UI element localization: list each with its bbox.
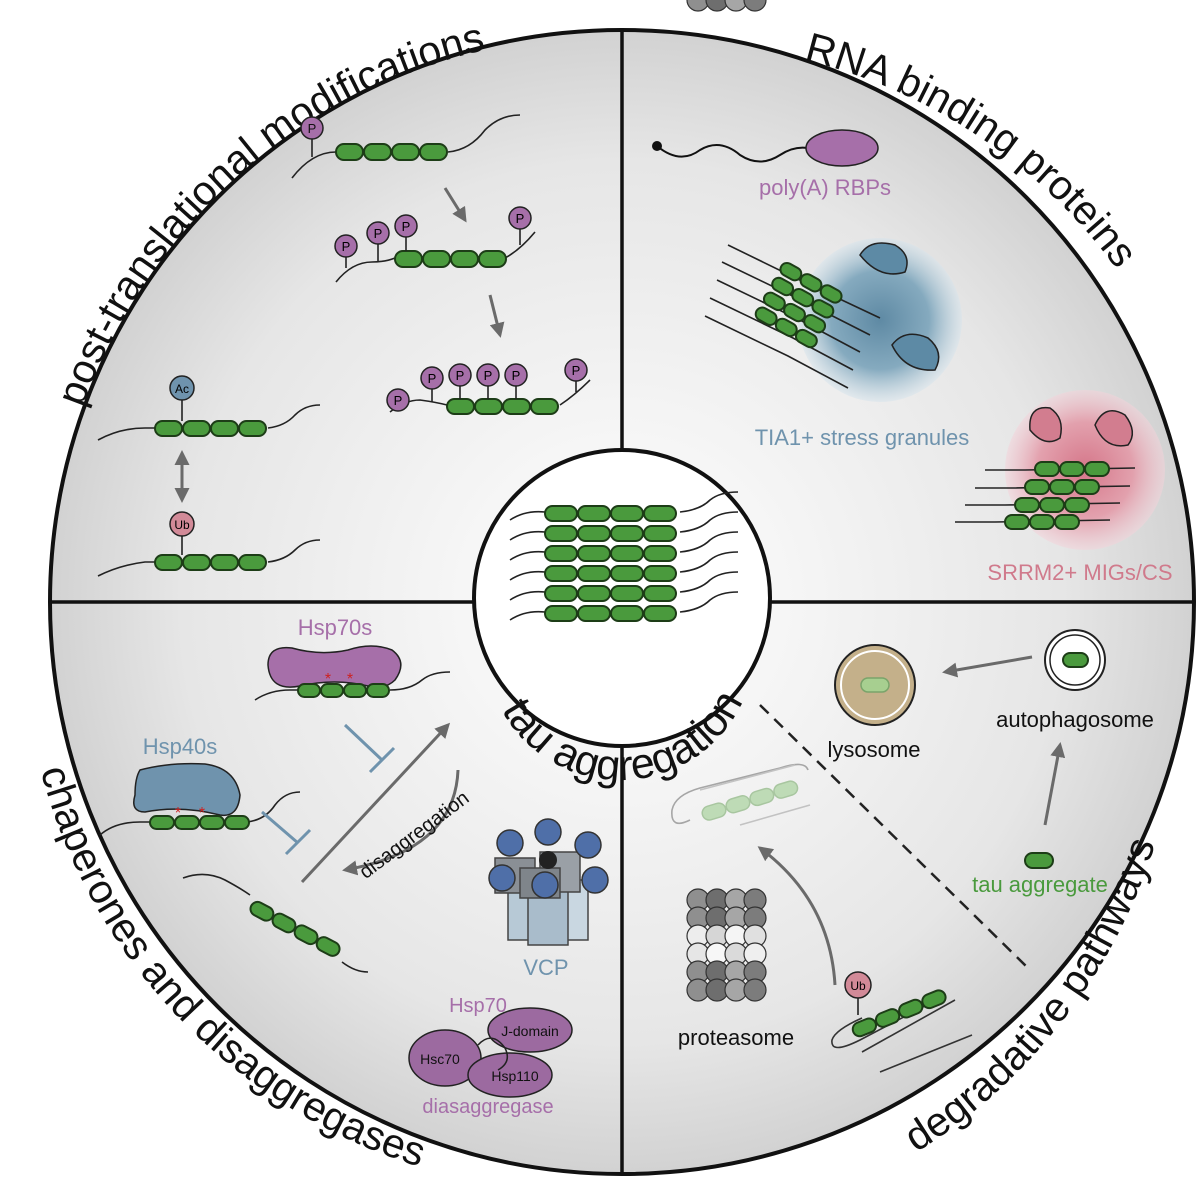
svg-text:P: P: [374, 226, 383, 241]
tau-acetylated: Ac: [97, 375, 321, 441]
degradative-ub-label: Ub: [850, 979, 866, 993]
hsp40s: Hsp40s * *: [99, 734, 301, 836]
svg-text:*: *: [175, 805, 181, 822]
tau-fibril-stack: [509, 491, 739, 622]
tau-ubiquitinated: Ub: [97, 511, 321, 577]
lysosome: lysosome: [828, 644, 921, 762]
tau-monomer-1p: P: [291, 114, 521, 179]
hsp70-label: Hsp70: [449, 995, 507, 1017]
svg-text:P: P: [394, 393, 403, 408]
hsp70s-inhibition: [343, 723, 396, 774]
svg-text:P: P: [402, 219, 411, 234]
autophagosome-to-lysosome-arrow: [942, 655, 1033, 678]
disaggregase-label: diasaggregase: [422, 1096, 553, 1118]
faded-tau-degrading: [671, 763, 811, 826]
vcp-complex: VCP: [488, 818, 609, 980]
tia1-stress-granule: TIA1+ stress granules: [704, 238, 970, 450]
hsp70s: Hsp70s * *: [254, 615, 451, 701]
svg-text:P: P: [572, 363, 581, 378]
acetyl-mark: [169, 375, 195, 401]
svg-text:*: *: [199, 805, 205, 822]
tau-monomer-free: [182, 873, 369, 973]
chaperones-panel: Hsp70s * * Hsp40s * *: [99, 615, 609, 1118]
hsp40s-inhibition: [261, 810, 312, 856]
vcp-label: VCP: [523, 955, 568, 980]
ptm-arrow-1: [443, 187, 467, 223]
pathway-separator: [759, 704, 1031, 971]
aggregation-arrow: [300, 722, 451, 884]
lysosome-label: lysosome: [828, 737, 921, 762]
ubiquitin-mark: [169, 511, 195, 537]
autophagosome-label: autophagosome: [996, 707, 1154, 732]
tau-aggregate-label: tau aggregate: [972, 872, 1108, 897]
ptm-arrow-2: [488, 294, 505, 338]
tau-hyperphosphorylated: P P P P P P: [386, 358, 591, 415]
svg-text:*: *: [325, 671, 331, 688]
hsp40s-label: Hsp40s: [143, 734, 218, 759]
jdomain-label: J-domain: [501, 1023, 559, 1039]
ubiquitin-label: Ub: [174, 518, 190, 532]
ub-to-degraded-arrow: [757, 846, 837, 986]
hsp70-disaggregase: Hsp70 J-domain Hsc70 Hsp110 diasaggregas…: [408, 995, 573, 1118]
svg-text:P: P: [456, 368, 465, 383]
svg-text:P: P: [484, 368, 493, 383]
svg-text:P: P: [516, 211, 525, 226]
tia1-label: TIA1+ stress granules: [755, 425, 970, 450]
polya-label: poly(A) RBPs: [759, 175, 891, 200]
disaggregation-arrow: [342, 769, 460, 876]
center-panel: tau aggregation: [472, 448, 772, 791]
proteasome-label: proteasome: [678, 1025, 794, 1050]
tau-aggregate: tau aggregate: [972, 852, 1108, 897]
phospho-label: P: [308, 121, 317, 136]
ub-tau-membrane: Ub: [831, 971, 973, 1073]
aggregate-to-autophagosome-arrow: [1043, 742, 1066, 826]
svg-text:P: P: [428, 371, 437, 386]
tau-monomer-4p: P P P P: [334, 206, 536, 283]
ptm-panel: P P P P P: [97, 114, 591, 577]
srrm2-mig: SRRM2+ MIGs/CS: [955, 390, 1173, 585]
phospho-mark: [300, 116, 324, 140]
polya-rbp: poly(A) RBPs: [652, 129, 891, 200]
hsc70-label: Hsc70: [420, 1051, 460, 1067]
degradative-panel: lysosome autophagosome tau aggregate: [671, 0, 1154, 1073]
autophagosome: autophagosome: [996, 629, 1154, 732]
svg-text:*: *: [347, 671, 353, 688]
srrm2-label: SRRM2+ MIGs/CS: [987, 560, 1172, 585]
svg-text:P: P: [342, 239, 351, 254]
hsp110-label: Hsp110: [491, 1068, 538, 1084]
rbp-panel: poly(A) RBPs: [652, 129, 1173, 585]
proteasome: proteasome: [678, 0, 794, 1050]
acetyl-label: Ac: [175, 382, 189, 396]
hsp70s-label: Hsp70s: [298, 615, 373, 640]
svg-text:P: P: [512, 368, 521, 383]
